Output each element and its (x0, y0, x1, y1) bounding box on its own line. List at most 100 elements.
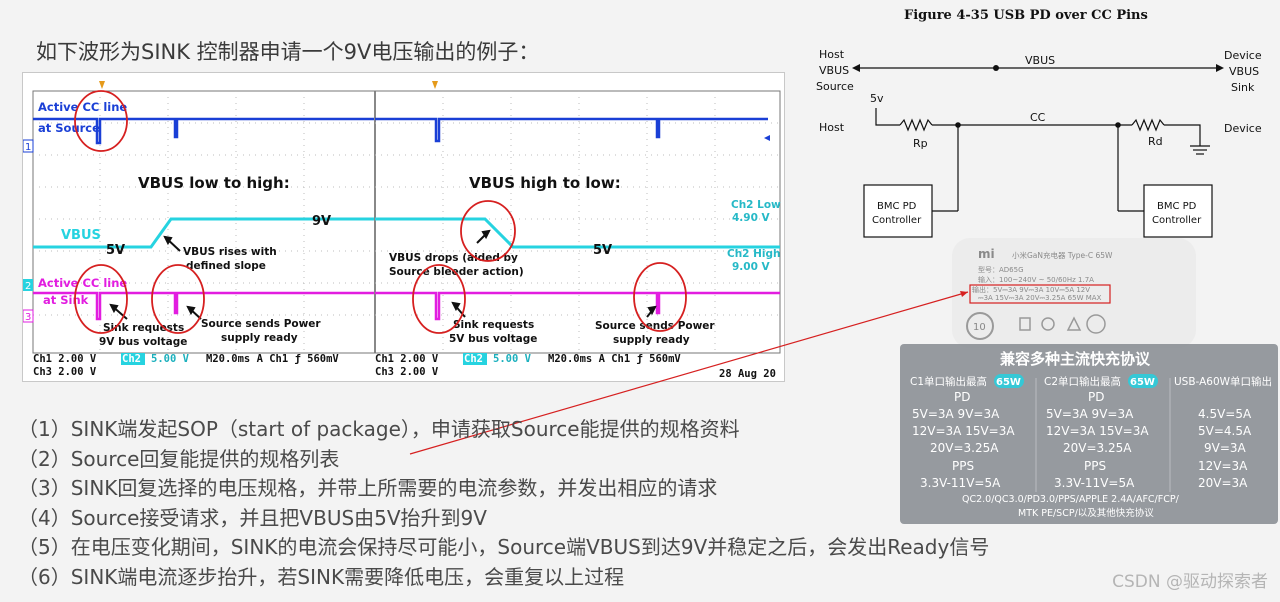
left-9v: 9V (312, 214, 331, 229)
c3-line-4: 12V=3A (1198, 459, 1248, 473)
ch2-trace-left (33, 217, 374, 249)
left-title: VBUS low to high: (138, 174, 290, 192)
c2-line-1: 5V=3A 9V=3A (1046, 407, 1134, 421)
step-item: （2）Source回复能提供的规格列表 (18, 446, 340, 471)
device-cc-label: Device (1224, 122, 1262, 135)
charger-round-icon (1041, 317, 1055, 331)
right-source-ready-2: supply ready (613, 334, 690, 346)
status-left-timebase: M20.0ms A Ch1 ƒ 560mV (206, 353, 339, 365)
cc-label: CC (1030, 111, 1046, 124)
ch2-marker: 2 (25, 281, 31, 292)
ch3-trace-left (33, 291, 374, 321)
ch1-label: Active CC line (38, 100, 127, 114)
host-label: Host (819, 48, 845, 61)
charger-output-highlight (969, 284, 1111, 304)
ch2-high-label: Ch2 High (727, 248, 781, 260)
bmc-right-label: BMC PD (1157, 201, 1197, 212)
c1-pps: PPS (952, 459, 974, 473)
c2-pps-range: 3.3V-11V=5A (1054, 476, 1135, 490)
right-sink-request-2: 5V bus voltage (449, 333, 537, 345)
rd-label: Rd (1148, 135, 1163, 148)
c1-badge: 65W (996, 377, 1021, 388)
status-right-ch1: Ch1 2.00 V (375, 353, 439, 365)
charger-output-1: 输出：5V⎓3A 9V⎓3A 10V⎓5A 12V (972, 285, 1090, 294)
figure-title: Figure 4-35 USB PD over CC Pins (904, 8, 1148, 23)
ch3-label: Active CC line (38, 276, 127, 290)
step-item: （5）在电压变化期间，SINK的电流会保持尽可能小，Source端VBUS到达9… (18, 535, 990, 559)
charger-model-line: 小米GaN充电器 Type-C 65W (1012, 250, 1113, 260)
five-volt-label: 5v (870, 92, 884, 105)
ch1-trace-right (375, 117, 768, 143)
watermark: CSDN @驱动探索者 (1112, 572, 1268, 592)
ch1-arrow-marker (764, 135, 770, 141)
status-left-ch1: Ch1 2.00 V (33, 353, 97, 365)
c3-line-2: 5V=4.5A (1198, 424, 1252, 438)
step-item: （4）Source接受请求，并且把VBUS由5V抬升到9V (18, 505, 487, 530)
left-source-ready: Source sends Power (201, 318, 321, 330)
status-date: 28 Aug 20 (719, 368, 776, 380)
device-label: Device (1224, 49, 1262, 62)
right-drop-note-2: Source bleeder action) (389, 266, 524, 278)
c2-line-3: 20V=3.25A (1063, 441, 1132, 455)
circle-right-vbus (460, 200, 516, 262)
c2-badge: 65W (1130, 377, 1155, 388)
bmc-left-label: BMC PD (877, 201, 917, 212)
charger-model-no: 型号：AD65G (978, 265, 1024, 274)
bmc-left-label-2: Controller (872, 215, 922, 226)
status-left-ch2-volts: 5.00 V (151, 353, 190, 365)
ch3-label-2: at Sink (43, 293, 89, 307)
c2-pd: PD (1088, 390, 1104, 404)
right-5v: 5V (593, 243, 612, 258)
c1-pps-range: 3.3V-11V=5A (920, 476, 1001, 490)
c2-pps: PPS (1084, 459, 1106, 473)
protocol-title: 兼容多种主流快充协议 (1000, 350, 1151, 368)
circle-left-ch3 (74, 264, 128, 334)
circle-right-ch3-left (151, 264, 205, 334)
vbus-label: VBUS (1025, 54, 1055, 67)
rp-label: Rp (913, 137, 928, 150)
left-source-ready-2: supply ready (221, 332, 298, 344)
left-rise-note-2: defined slope (186, 260, 266, 272)
charger-input: 输入：100~240V ~ 50/60Hz 1.7A (978, 275, 1094, 284)
c3-line-3: 9V=3A (1204, 441, 1247, 455)
device-vbus-label: VBUS (1229, 65, 1259, 78)
status-right-ch3: Ch3 2.00 V (375, 366, 439, 378)
ch2-label: VBUS (61, 228, 101, 243)
c3-header: USB-A60W单口输出 (1174, 375, 1272, 388)
oscilloscope-capture: 1 2 3 Active CC line at Source VBUS Acti… (22, 72, 785, 382)
protocol-footer-1: QC2.0/QC3.0/PD3.0/PPS/APPLE 2.4A/AFC/FCP… (962, 494, 1180, 505)
device-sink-label: Sink (1231, 81, 1255, 94)
status-right-ch2-volts: 5.00 V (493, 353, 532, 365)
charger-cert-badge: 10 (973, 322, 986, 333)
ch2-trace-right (375, 217, 780, 249)
ch2-high-value: 9.00 V (732, 261, 771, 273)
circle-left-ch1 (74, 90, 128, 152)
step-list: （1）SINK端发起SOP（start of package），申请获取Sour… (18, 415, 1018, 592)
ch2-low-value: 4.90 V (732, 212, 771, 224)
charger-body (952, 238, 1196, 348)
screen-frame (32, 90, 781, 354)
ch1-label-2: at Source (38, 121, 100, 135)
c2-header: C2单口输出最高 (1044, 375, 1121, 388)
ch1-marker: 1 (25, 142, 31, 153)
left-rise-note: VBUS rises with (183, 246, 277, 258)
left-sink-request: Sink requests (103, 322, 184, 334)
protocol-footer-2: MTK PE/SCP/以及其他快充协议 (1018, 507, 1154, 519)
c3-line-1: 4.5V=5A (1198, 407, 1252, 421)
charger-ccc-icon (1086, 314, 1106, 334)
left-sink-request-2: 9V bus voltage (99, 336, 187, 348)
c1-header: C1单口输出最高 (910, 375, 987, 388)
c2-line-2: 12V=3A 15V=3A (1046, 424, 1149, 438)
ch2-low-label: Ch2 Low (731, 199, 781, 211)
host-vbus-label: VBUS (819, 64, 849, 77)
slide-title: 如下波形为SINK 控制器申请一个9V电压输出的例子： (36, 40, 540, 64)
protocol-panel (900, 344, 1278, 524)
c1-pd: PD (954, 390, 970, 404)
host-cc-label: Host (819, 121, 845, 134)
status-right-ch2: Ch2 (464, 353, 483, 365)
charger-brand: mi (978, 247, 995, 261)
c3-line-5: 20V=3A (1198, 476, 1248, 490)
host-source-label: Source (816, 80, 854, 93)
charger-output-2: ⎓3A 15V⎓3A 20V⎓3.25A 65W MAX (978, 294, 1102, 302)
trigger-marker-left (99, 81, 105, 89)
